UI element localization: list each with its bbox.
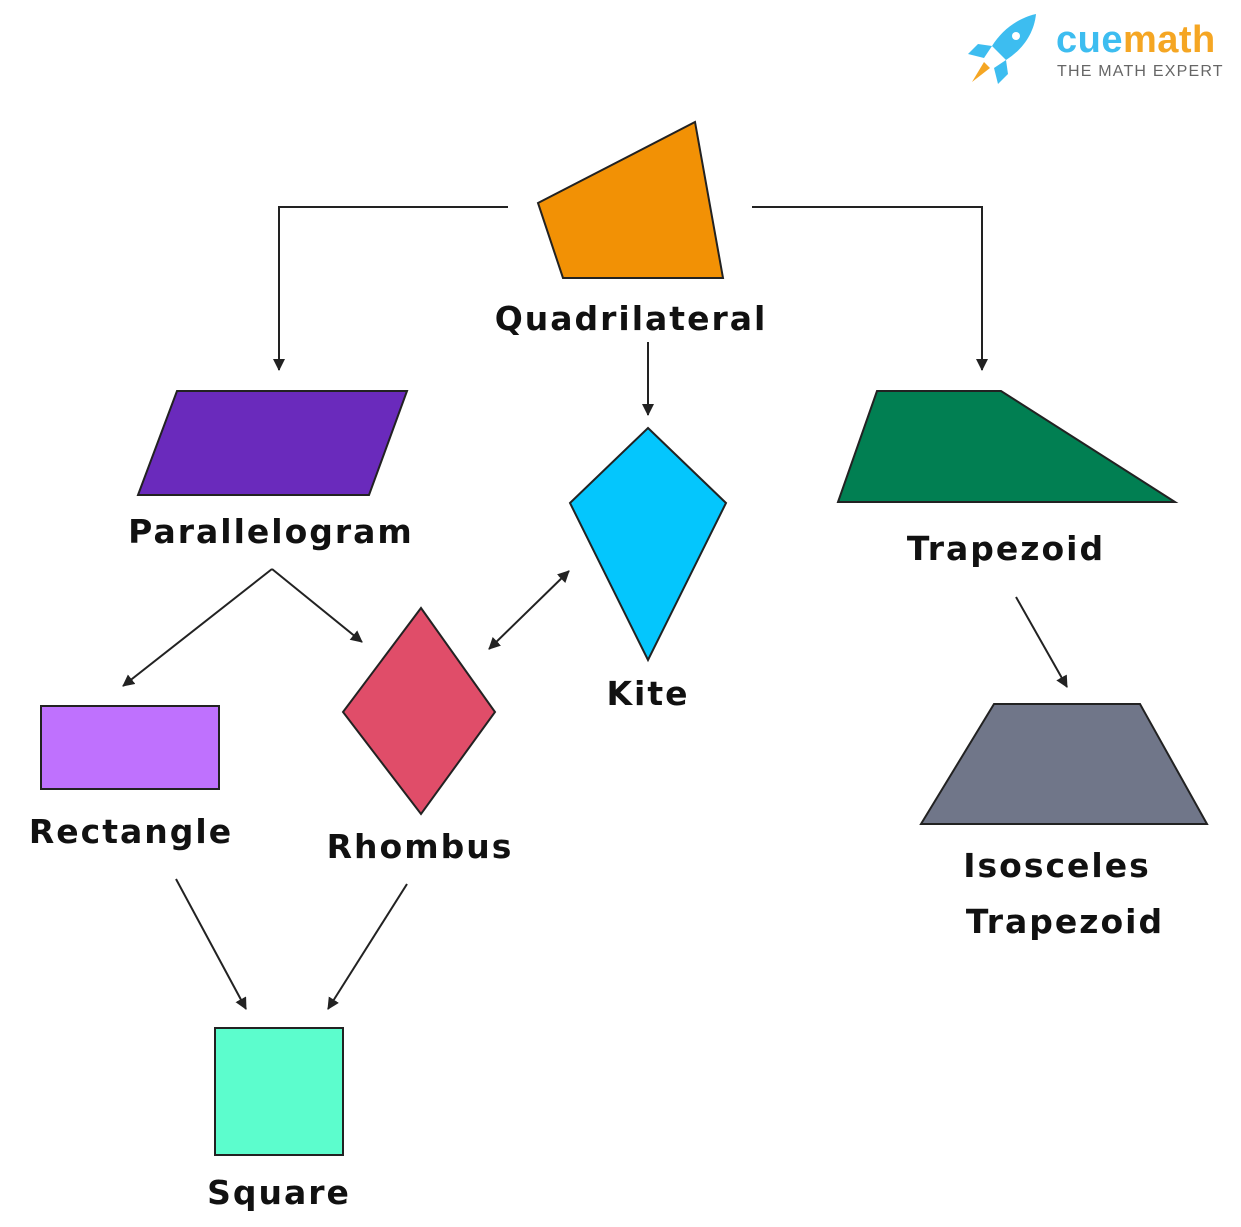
- diagram-shapes: [40, 120, 1209, 1156]
- parallelogram-shape: [136, 390, 409, 496]
- edge-parallelogram-to-rhombus: [271, 568, 363, 643]
- isosceles-trapezoid-label-line1: Isosceles: [963, 846, 1151, 885]
- edge-quadrilateral-to-parallelogram: [273, 206, 508, 371]
- logo-brand-math: math: [1123, 19, 1216, 61]
- square-label: Square: [207, 1173, 351, 1212]
- quadrilateral-shape: [536, 120, 725, 279]
- edge-rectangle-to-square: [175, 878, 247, 1010]
- logo-brand-cue: cue: [1056, 19, 1123, 61]
- rocket-icon: [968, 14, 1036, 84]
- edge-kite-rhombus-bidirectional: [488, 570, 570, 650]
- diagram-edges: [122, 206, 1068, 1010]
- quadrilateral-label: Quadrilateral: [495, 299, 768, 338]
- rectangle-label: Rectangle: [29, 812, 233, 851]
- logo-tagline: THE MATH EXPERT: [1057, 63, 1224, 80]
- rhombus-shape: [341, 606, 497, 816]
- edge-parallelogram-to-rectangle: [122, 568, 273, 687]
- square-shape: [214, 1027, 344, 1156]
- cuemath-logo: cuemath THE MATH EXPERT: [968, 14, 1224, 84]
- trapezoid-label: Trapezoid: [907, 529, 1105, 568]
- edge-trapezoid-to-isosceles-trapezoid: [1015, 596, 1068, 688]
- svg-text:cuemath: cuemath: [1056, 19, 1216, 61]
- rhombus-label: Rhombus: [327, 827, 514, 866]
- isosceles-trapezoid-shape: [919, 703, 1209, 825]
- kite-shape: [568, 426, 728, 663]
- diagram-labels: Quadrilateral Parallelogram Kite Trapezo…: [29, 299, 1164, 1212]
- isosceles-trapezoid-label-line2: Trapezoid: [966, 902, 1164, 941]
- parallelogram-label: Parallelogram: [128, 512, 414, 551]
- kite-label: Kite: [606, 674, 689, 713]
- rectangle-shape: [40, 705, 220, 790]
- trapezoid-shape: [836, 390, 1179, 503]
- edge-quadrilateral-to-trapezoid: [752, 206, 988, 371]
- edge-rhombus-to-square: [327, 883, 408, 1010]
